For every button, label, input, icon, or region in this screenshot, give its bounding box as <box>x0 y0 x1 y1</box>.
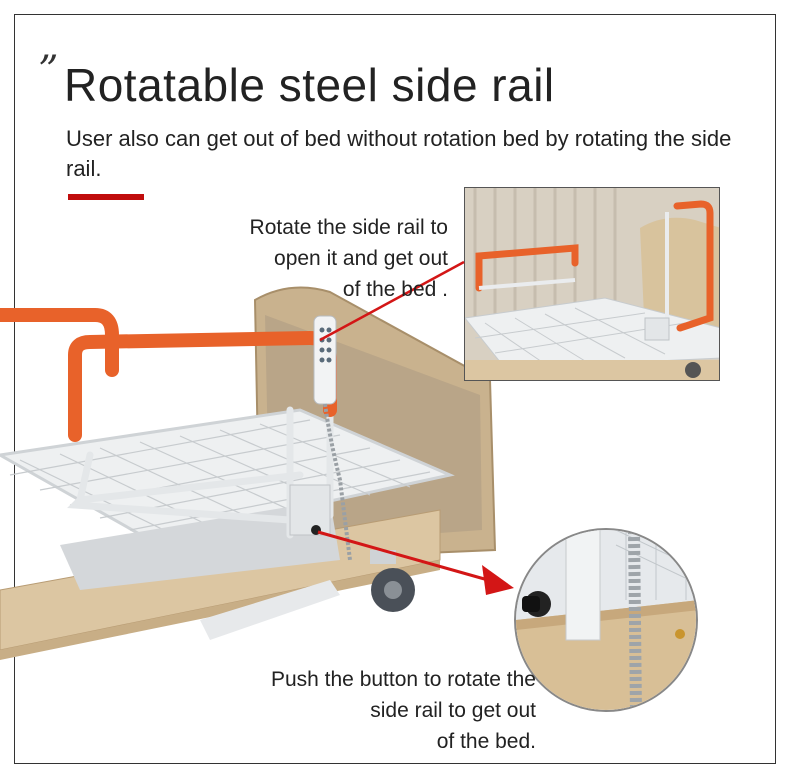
caption-push-line-3: of the bed. <box>436 730 536 753</box>
caption-rotate-rail: Rotate the side rail to open it and get … <box>250 212 448 305</box>
caption-rotate-line-2: open it and get out <box>274 247 448 270</box>
zoom-detail-button <box>514 528 698 712</box>
accent-underline <box>68 194 144 200</box>
caption-push-line-1: Push the button to rotate the <box>270 668 536 691</box>
quote-mark-icon: ” <box>38 48 59 94</box>
content-frame <box>14 14 776 764</box>
page-title: Rotatable steel side rail <box>64 59 555 111</box>
inset-photo-rotated-rail <box>464 187 720 381</box>
caption-push-line-2: side rail to get out <box>370 699 536 722</box>
caption-push-button: Push the button to rotate the side rail … <box>271 664 536 757</box>
caption-rotate-line-3: of the bed . <box>342 278 448 301</box>
bed-illustration <box>0 260 560 680</box>
caption-rotate-line-1: Rotate the side rail to <box>249 216 448 239</box>
page-subtitle: User also can get out of bed without rot… <box>66 126 732 181</box>
